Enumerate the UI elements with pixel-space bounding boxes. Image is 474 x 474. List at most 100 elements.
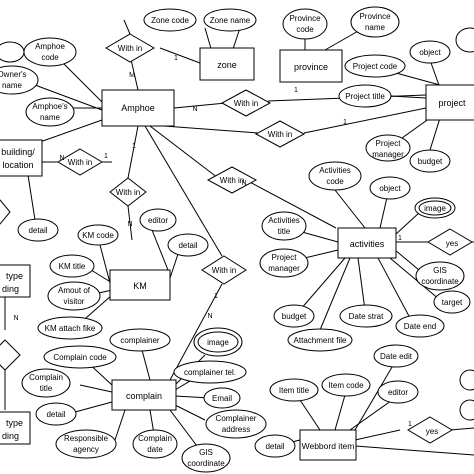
card-km: N bbox=[127, 221, 132, 228]
card-left: N bbox=[13, 315, 18, 322]
label-gis-complain-1: GIS bbox=[199, 448, 213, 457]
label-editor-km: editor bbox=[148, 216, 168, 225]
svg-text:With in: With in bbox=[212, 266, 236, 275]
attr-province-name bbox=[350, 6, 400, 38]
label-detail-km: detail bbox=[178, 241, 197, 250]
attr-km-title bbox=[49, 254, 95, 278]
attr-image-complain-inner bbox=[197, 331, 239, 353]
label-complain-title-1: Complain bbox=[29, 373, 63, 382]
svg-text:With in: With in bbox=[268, 130, 292, 139]
label-item-code: Item code bbox=[328, 381, 364, 390]
attr-partial-top-right bbox=[455, 27, 474, 53]
label-editor-webboard: editor bbox=[388, 388, 408, 397]
label-email: Email bbox=[212, 394, 232, 403]
attr-complain-code bbox=[43, 345, 117, 369]
attr-date-end bbox=[395, 314, 445, 338]
label-complain-date-2: date bbox=[147, 445, 163, 454]
label-owners-name-1: Owner's bbox=[0, 70, 27, 79]
label-km-code: KM code bbox=[82, 231, 114, 240]
label-activities-title-1: Activities bbox=[268, 216, 300, 225]
card-amphoe-project: N bbox=[192, 106, 197, 113]
card-amphoe-km: 1 bbox=[132, 143, 136, 150]
label-province-code-1: Province bbox=[289, 14, 321, 23]
card-activities: N bbox=[241, 180, 246, 187]
svg-text:With in: With in bbox=[220, 176, 244, 185]
label-project-manager-2: manager bbox=[372, 150, 404, 159]
svg-text:With in: With in bbox=[118, 44, 142, 53]
attr-detail-km bbox=[167, 233, 209, 257]
label-item-title: Item title bbox=[279, 386, 310, 395]
label-amphoes-name-2: name bbox=[40, 113, 61, 122]
attr-image-activities-inner bbox=[418, 200, 452, 216]
label-detail-complain: detail bbox=[46, 410, 65, 419]
card-yes-activities: 1 bbox=[398, 235, 402, 242]
label-complainer-address-1: Complainer bbox=[216, 414, 257, 423]
label-target: target bbox=[442, 298, 463, 307]
relationship-with-in-building: With in bbox=[57, 148, 103, 176]
attribute-labels: Zone code Zone name Province code Provin… bbox=[0, 12, 463, 468]
svg-text:activities: activities bbox=[350, 239, 385, 249]
label-owners-name-2: name bbox=[2, 81, 23, 90]
card-project-with-in: 1 bbox=[343, 119, 347, 126]
svg-text:type: type bbox=[6, 271, 23, 281]
attr-owners-name bbox=[0, 65, 39, 95]
attr-gis-activities bbox=[415, 261, 465, 291]
attr-amount-visitor bbox=[47, 281, 101, 311]
label-gis-activities-1: GIS bbox=[433, 266, 447, 275]
label-complainer: complainer bbox=[120, 336, 159, 345]
svg-text:Amphoe: Amphoe bbox=[121, 103, 155, 113]
attr-object-activities bbox=[369, 176, 411, 200]
relationship-yes-webboard: yes bbox=[407, 416, 453, 444]
label-budget-activities: budget bbox=[282, 312, 307, 321]
label-detail-webboard: detail bbox=[265, 442, 284, 451]
attr-activities-title bbox=[261, 211, 307, 241]
attr-partial-top-left bbox=[0, 41, 25, 63]
label-amount-visitor-2: visitor bbox=[64, 297, 85, 306]
label-complainer-tel: complainer tel. bbox=[184, 368, 236, 377]
label-detail-building: detail bbox=[28, 226, 47, 235]
attr-complain-title bbox=[21, 368, 71, 398]
label-image-complain: image bbox=[207, 338, 229, 347]
label-km-attach: KM attach fike bbox=[45, 324, 96, 333]
attr-detail-complain bbox=[35, 402, 77, 426]
relationship-with-in-activities: With in bbox=[206, 166, 258, 194]
label-object-activities: object bbox=[379, 184, 401, 193]
attr-email bbox=[203, 387, 241, 409]
svg-text:With in: With in bbox=[68, 158, 92, 167]
card-zone: 1 bbox=[174, 55, 178, 62]
relationship-with-in-amphoe-project: With in bbox=[220, 89, 272, 117]
attr-zone-code bbox=[143, 8, 197, 32]
relationship-with-in-zone: With in bbox=[105, 33, 155, 63]
entity-km: KM bbox=[109, 269, 171, 301]
attr-project-code bbox=[344, 54, 406, 78]
label-amphoes-name-1: Amphoe's bbox=[32, 102, 67, 111]
relationship-with-in-km: With in bbox=[109, 177, 147, 207]
label-province-code-2: code bbox=[296, 25, 314, 34]
label-complain-date-1: Complain bbox=[138, 434, 172, 443]
entity-building-location: building/ location bbox=[0, 139, 43, 177]
label-activities-title-2: title bbox=[278, 227, 291, 236]
entity-amphoe: Amphoe bbox=[101, 89, 175, 127]
attribute-ellipses bbox=[0, 6, 474, 473]
svg-text:zone: zone bbox=[217, 60, 237, 70]
label-activities-code-1: Activities bbox=[319, 166, 351, 175]
svg-text:project: project bbox=[438, 98, 466, 108]
attr-detail-webboard bbox=[254, 434, 296, 458]
label-zone-name: Zone name bbox=[210, 16, 251, 25]
cardinality-labels: M 1 N 1 N 1 1 N N 1 1 N N 1 1 bbox=[13, 55, 412, 428]
attr-project-manager bbox=[365, 134, 411, 162]
card-project: 1 bbox=[294, 87, 298, 94]
attr-partial-right-1 bbox=[459, 369, 474, 391]
label-activities-manager-2: manager bbox=[268, 264, 300, 273]
label-responsible-2: agency bbox=[73, 445, 99, 454]
attr-attachment bbox=[287, 328, 353, 352]
svg-text:location: location bbox=[2, 160, 33, 170]
attr-target bbox=[433, 290, 471, 314]
attr-amphoes-name bbox=[25, 97, 75, 127]
attr-project-title bbox=[338, 84, 392, 108]
relationship-partial-left bbox=[0, 339, 21, 371]
attr-budget-project bbox=[409, 149, 451, 173]
relationship-partial-left-top bbox=[0, 199, 11, 225]
svg-text:yes: yes bbox=[426, 427, 438, 436]
